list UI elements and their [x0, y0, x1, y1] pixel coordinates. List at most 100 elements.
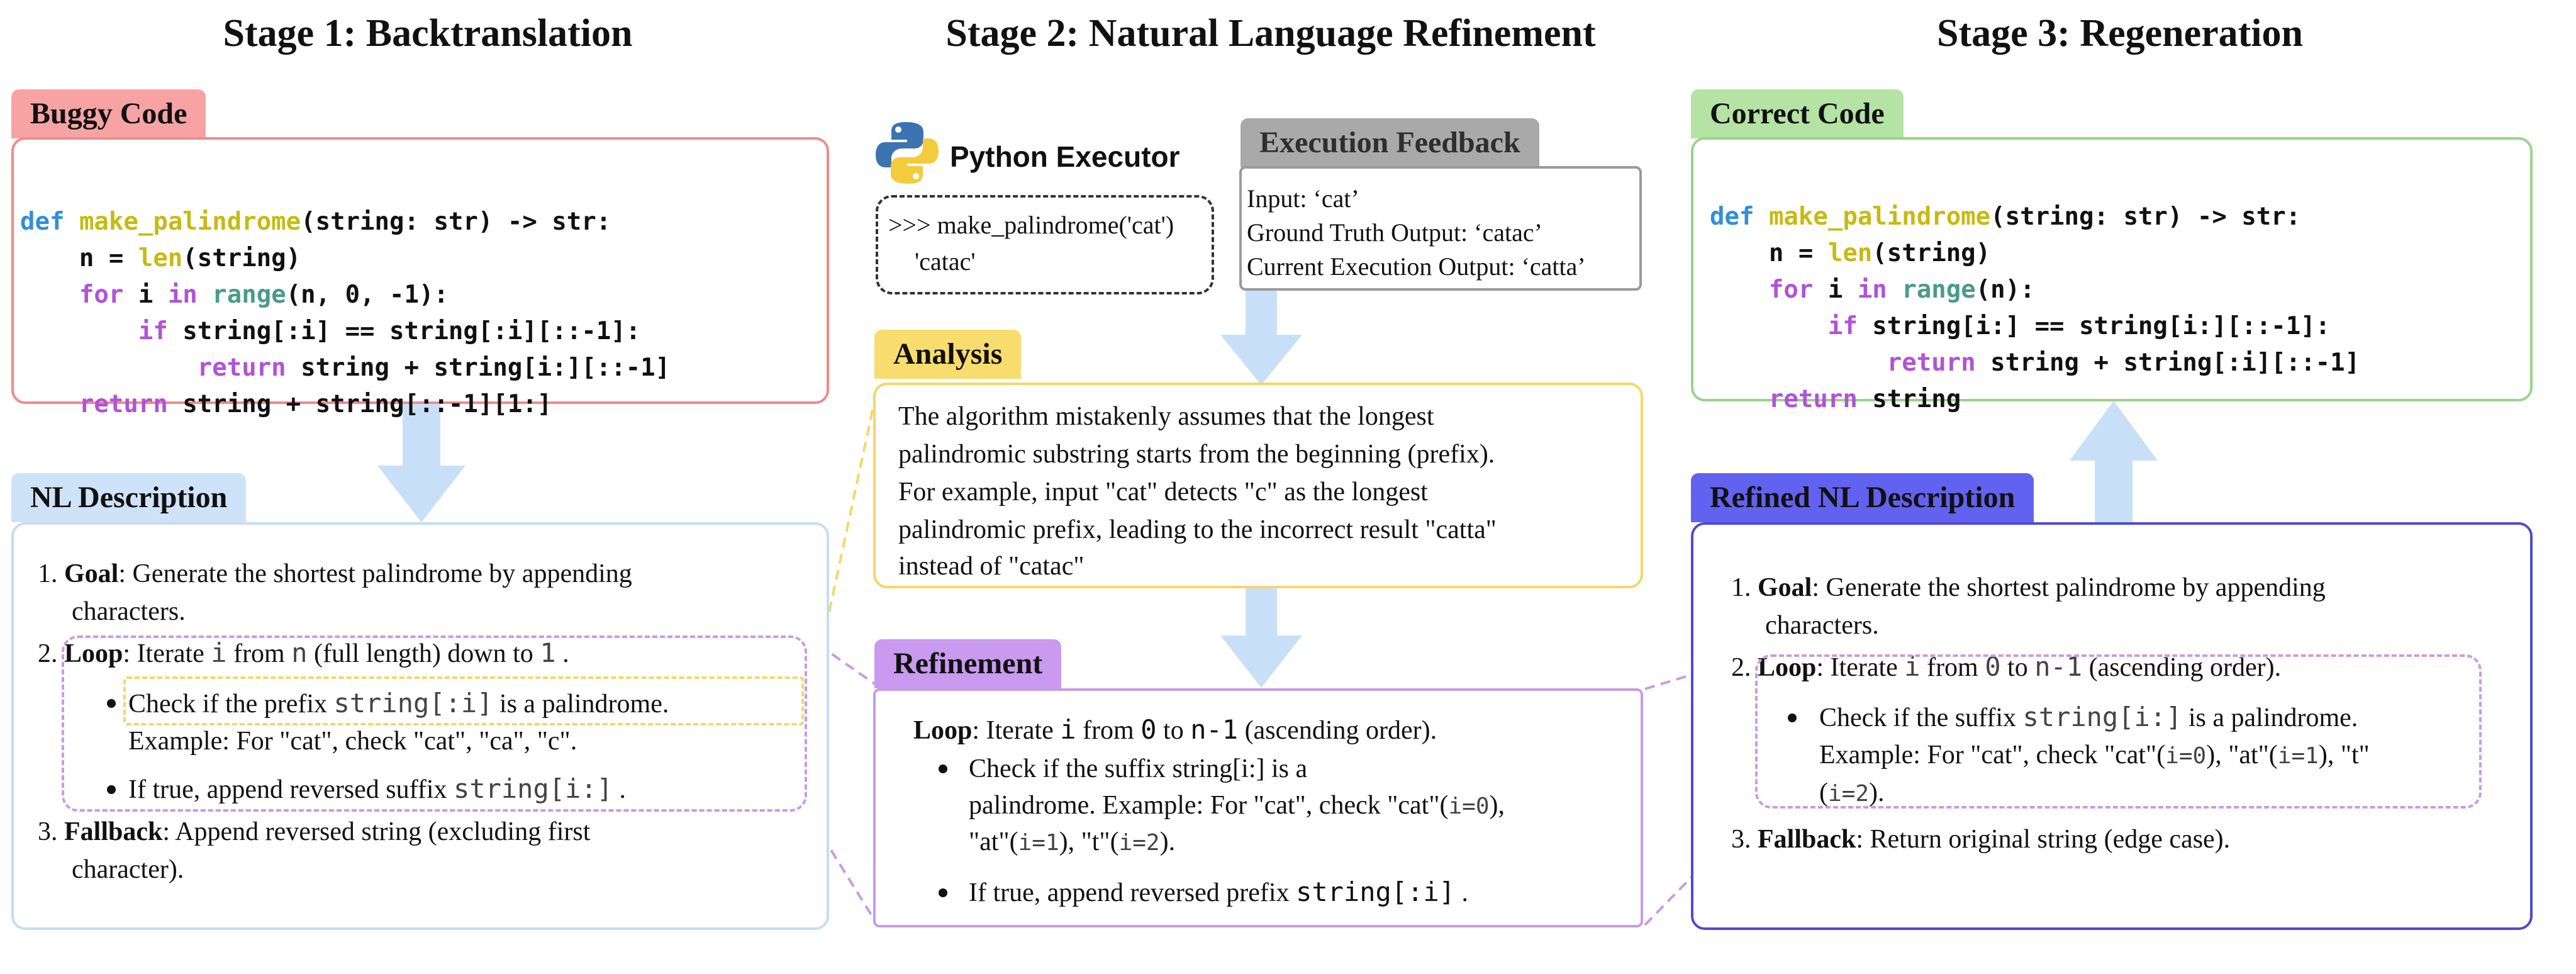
goal-text: : Generate the shortest palindrome by ap…	[1812, 573, 2326, 602]
stage-2-title: Stage 2: Natural Language Refinement	[945, 12, 1596, 55]
index-code: i=1	[2277, 743, 2319, 769]
nl-bullet-append: If true, append reversed suffix string[i…	[128, 770, 626, 809]
code-text: string[i:] == string[i:][::-1]:	[1857, 312, 2331, 340]
fallback-label: Fallback	[64, 817, 163, 846]
code-keyword: if	[20, 317, 168, 345]
goal-label: Goal	[1758, 573, 1812, 602]
loop-text: .	[562, 639, 569, 668]
bullet-code: string[i:]	[2022, 702, 2182, 732]
nl-description-box: 1. Goal: Generate the shortest palindrom…	[11, 522, 829, 930]
bullet-text: is a palindrome.	[499, 690, 669, 719]
nl-bullet-check: Check if the prefix string[:i] is a pali…	[128, 685, 669, 723]
bullet-text: Example: For "cat", check "cat"(	[1819, 741, 2166, 770]
index-code: i=1	[1018, 830, 1059, 856]
goal-text-cont: characters.	[72, 597, 186, 626]
bullet	[107, 699, 116, 708]
goal-text-cont: characters.	[1765, 611, 1879, 640]
goal-text: : Generate the shortest palindrome by ap…	[118, 559, 632, 588]
loop-text: : Iterate	[1816, 653, 1905, 682]
fallback-text: : Return original string (edge case).	[1856, 825, 2231, 854]
code-keyword: for	[20, 281, 124, 309]
code-text: n =	[20, 244, 138, 272]
refinement-loop: Loop: Iterate i from 0 to n-1 (ascending…	[913, 711, 1437, 749]
feedback-input: Input: ‘cat’	[1247, 184, 1359, 213]
code-text: (string: str) -> str:	[301, 208, 611, 236]
refinement-bullet-example-cont: "at"(i=1), "t"(i=2).	[969, 823, 1175, 862]
bullet-text: ), "at"(	[2206, 741, 2278, 770]
code-keyword: in	[1857, 276, 1887, 304]
code-keyword: in	[167, 281, 198, 309]
loop-label: Loop	[913, 716, 973, 745]
refinement-bullet-example: palindrome. Example: For "cat", check "c…	[969, 786, 1505, 826]
buggy-code-label: Buggy Code	[11, 89, 206, 138]
execution-feedback-box: Input: ‘cat’ Ground Truth Output: ‘catac…	[1239, 166, 1642, 291]
bullet-code: string[:i]	[333, 688, 493, 719]
refinement-box: Loop: Iterate i from 0 to n-1 (ascending…	[873, 688, 1643, 927]
bullet-text: Example: For "cat", check "cat", "ca", "…	[128, 727, 577, 756]
refined-loop-item: 2. Loop: Iterate i from 0 to n-1 (ascend…	[1731, 648, 2281, 686]
list-number: 1.	[1731, 573, 1751, 602]
code-text: (n, 0, -1):	[286, 281, 449, 309]
code-builtin: range	[197, 281, 286, 309]
refinement-bullet-append: If true, append reversed prefix string[:…	[969, 873, 1468, 912]
bullet-text: Check if the suffix	[1819, 703, 2023, 732]
stage-1-title: Stage 1: Backtranslation	[223, 12, 633, 55]
refined-nl-description-label: Refined NL Description	[1691, 473, 2034, 522]
bullet-code: string[i:]	[454, 773, 613, 804]
bullet-text: ).	[1159, 827, 1176, 856]
refinement-label: Refinement	[874, 639, 1062, 688]
refined-fallback-item: 3. Fallback: Return original string (edg…	[1731, 820, 2230, 858]
loop-text: (ascending order).	[2088, 653, 2282, 682]
list-number: 2.	[1731, 653, 1751, 682]
executor-result: 'catac'	[915, 247, 976, 276]
refinement-bullet-check: Check if the suffix string[i:] is a	[969, 750, 1307, 788]
refined-bullet-example-cont: (i=2).	[1819, 774, 1885, 813]
bullet-text: If true, append reversed prefix	[969, 878, 1296, 907]
code-keyword: return	[20, 390, 168, 418]
code-text: string + string[i:][::-1]	[286, 354, 671, 382]
fallback-label: Fallback	[1758, 825, 1856, 854]
nl-bullet-example: Example: For "cat", check "cat", "ca", "…	[128, 722, 577, 760]
code-function-name: make_palindrome	[79, 208, 301, 236]
code-builtin: len	[1827, 239, 1873, 267]
loop-end: 1	[540, 637, 556, 668]
analysis-box: The algorithm mistakenly assumes that th…	[873, 383, 1643, 588]
bullet-code: string[:i]	[1296, 876, 1455, 907]
correct-code-block: def make_palindrome(string: str) -> str:…	[1710, 162, 2360, 418]
loop-text: from	[233, 639, 292, 668]
fallback-text-cont: character).	[72, 855, 184, 884]
loop-start: n	[291, 637, 308, 668]
bullet-text: .	[1461, 878, 1468, 907]
code-text: string + string[::-1][1:]	[167, 390, 552, 418]
loop-var: i	[1060, 714, 1076, 745]
index-code: i=2	[1828, 781, 1870, 807]
goal-label: Goal	[64, 559, 119, 588]
nl-fallback-item-cont: character).	[72, 851, 184, 888]
bullet-text: Check if the prefix	[128, 690, 334, 719]
code-text: string[:i] == string[:i][::-1]:	[167, 317, 641, 345]
refined-nl-description-box: 1. Goal: Generate the shortest palindrom…	[1691, 522, 2533, 930]
bullet-text: ).	[1869, 778, 1885, 807]
loop-highlight	[62, 635, 807, 812]
loop-text: to	[2007, 653, 2035, 682]
loop-text: (ascending order).	[1244, 716, 1437, 745]
list-number: 3.	[38, 817, 58, 846]
bullet-code: string[i:]	[1172, 754, 1265, 783]
code-text: n =	[1710, 239, 1828, 267]
code-keyword: if	[1710, 312, 1858, 340]
bullet-text: ), "t"(	[1059, 827, 1119, 856]
code-text: i	[1813, 276, 1858, 304]
code-keyword: for	[1710, 276, 1814, 304]
nl-goal-item: 1. Goal: Generate the shortest palindrom…	[38, 555, 632, 593]
code-text: (string)	[182, 244, 301, 272]
arrow-feedback-to-analysis	[1220, 291, 1302, 385]
code-keyword: return	[1710, 349, 1976, 377]
code-text: (string: str) -> str:	[1990, 203, 2301, 231]
arrow-analysis-to-refinement	[1220, 588, 1302, 688]
loop-var: i	[211, 637, 227, 668]
code-text: (string)	[1872, 239, 1991, 267]
code-keyword: def	[20, 208, 65, 236]
python-logo-icon	[876, 122, 939, 184]
analysis-line: instead of "catac"	[898, 552, 1084, 581]
nl-goal-item-cont: characters.	[72, 593, 186, 630]
